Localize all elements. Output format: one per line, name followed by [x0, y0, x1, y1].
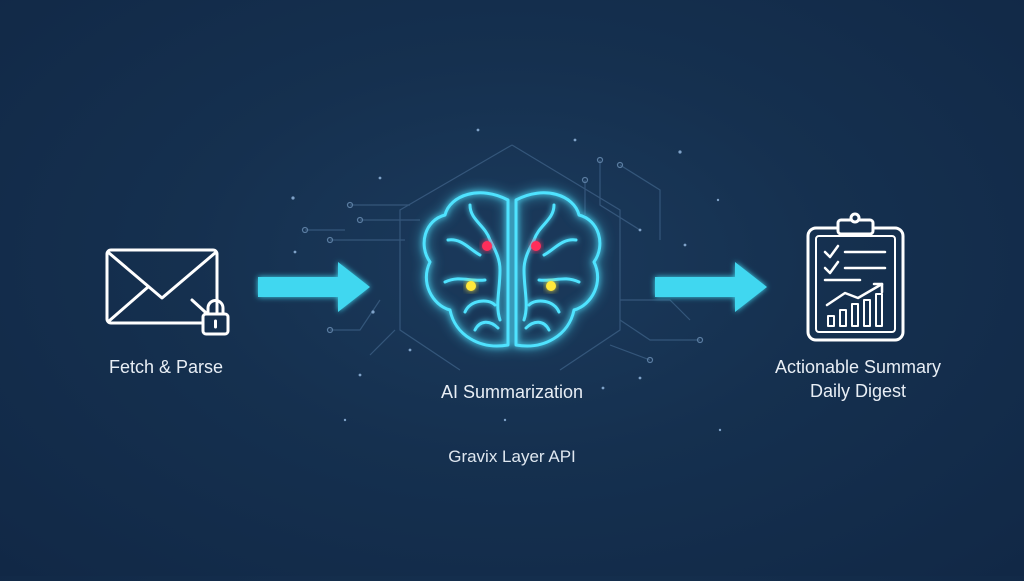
circuit-decoration	[305, 144, 700, 371]
brain-icon	[421, 189, 603, 349]
circuit-nodes	[301, 156, 704, 364]
brain-node-yellow-right	[546, 281, 556, 291]
brain-node-red-right	[531, 241, 541, 251]
flow-arrow-2	[655, 262, 767, 312]
star-dots	[291, 128, 722, 432]
clipboard-chart-icon	[806, 212, 905, 342]
brain-node-red-left	[482, 241, 492, 251]
output-label-line-2: Daily Digest	[809, 381, 907, 401]
flow-arrow-1	[258, 262, 370, 312]
step-label-ai: AI Summarization	[440, 382, 584, 402]
step-label-fetch: Fetch & Parse	[108, 357, 224, 377]
output-label-line-1: Actionable Summary	[774, 357, 942, 377]
envelope-lock-icon	[105, 248, 230, 336]
step-label-output: Actionable Summary Daily Digest	[748, 355, 968, 403]
step-sublabel-api: Gravix Layer API	[448, 447, 576, 466]
brain-node-yellow-left	[466, 281, 476, 291]
